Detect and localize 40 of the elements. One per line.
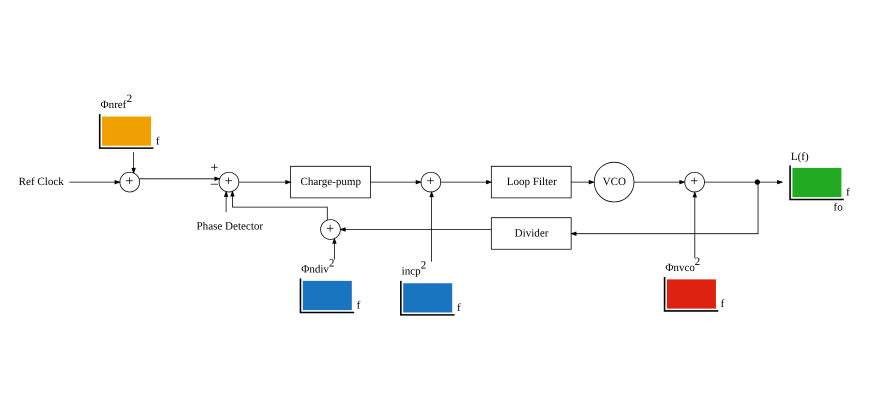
node-label: fo	[834, 201, 843, 214]
node-label: f	[720, 298, 724, 310]
node-circle: +	[684, 171, 705, 192]
arrow	[570, 183, 758, 236]
arrow	[429, 190, 434, 262]
arrow	[634, 179, 686, 184]
arrow	[570, 179, 596, 184]
arrow	[224, 190, 228, 212]
arrow	[440, 179, 492, 184]
node-label: +	[210, 159, 218, 176]
node-box	[664, 276, 718, 312]
node-label: –	[210, 175, 218, 192]
arrow	[131, 151, 136, 174]
arrow	[69, 179, 121, 184]
node-circle: VCO	[594, 161, 634, 202]
arrow	[238, 179, 292, 184]
arrow	[759, 179, 784, 184]
node-circle: +	[420, 171, 442, 192]
node-text: Phase Detector	[196, 220, 264, 232]
node-box	[400, 280, 455, 316]
node-label: f	[156, 134, 160, 147]
arrow	[138, 176, 221, 181]
node-label: f	[456, 302, 461, 314]
node-circle: +	[218, 171, 240, 192]
arrow	[339, 226, 492, 232]
node-circle	[754, 178, 760, 184]
node-box: Divider	[490, 216, 572, 250]
arrow	[692, 190, 698, 258]
node-label: f	[356, 299, 360, 312]
arrow	[332, 236, 337, 260]
node-circle: +	[320, 218, 341, 240]
node-label: f	[846, 186, 850, 198]
node-label: L(f)	[790, 150, 809, 163]
node-text: Ref Clock	[18, 176, 64, 188]
arrow	[230, 190, 328, 220]
node-box: Loop Filter	[490, 165, 572, 198]
connector	[704, 181, 756, 182]
node-circle: +	[119, 171, 140, 192]
node-box: Charge-pump	[290, 165, 371, 198]
arrow	[370, 179, 422, 184]
